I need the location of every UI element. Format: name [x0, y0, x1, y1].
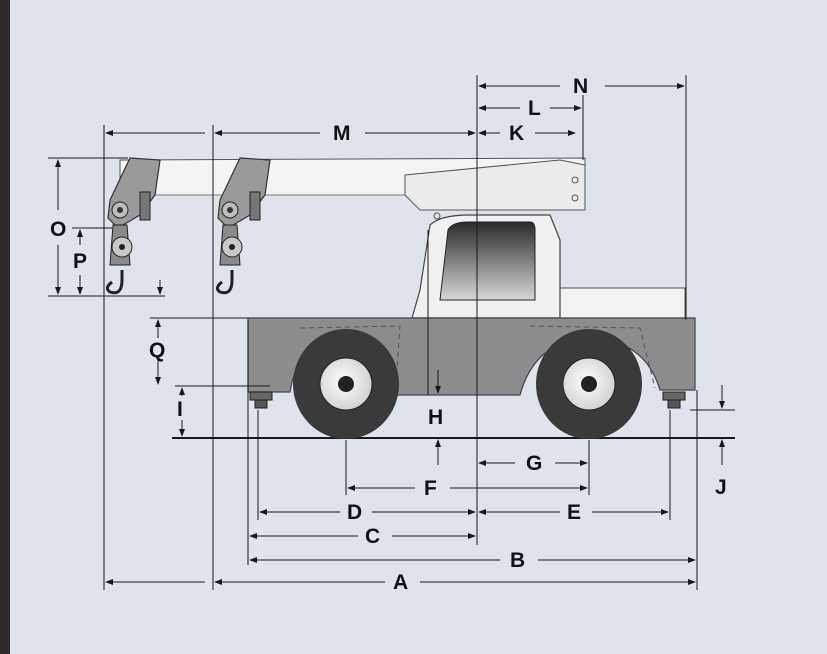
extension-lines: [48, 75, 735, 590]
label-j: J: [715, 476, 727, 499]
outrigger-front: [249, 391, 273, 409]
rear-wheel: [536, 329, 642, 439]
dimension-arrows: [55, 83, 725, 585]
label-b: B: [510, 549, 525, 572]
label-q: Q: [149, 339, 165, 362]
dimension-labels: N L K M O P Q I H J G F D E C B A: [50, 75, 727, 594]
label-n: N: [573, 75, 588, 98]
telescopic-boom: [119, 157, 586, 220]
label-d: D: [347, 501, 362, 524]
operator-cab: [411, 214, 561, 319]
boom-head-retracted: [215, 157, 271, 295]
label-p: P: [73, 250, 87, 273]
label-l: L: [528, 97, 541, 120]
label-f: F: [424, 477, 437, 500]
label-a: A: [393, 571, 408, 594]
label-g: G: [526, 452, 542, 475]
label-e: E: [567, 501, 581, 524]
label-m: M: [333, 122, 351, 145]
boom-head-extended: [105, 157, 161, 295]
label-i: I: [177, 398, 183, 421]
label-o: O: [50, 218, 66, 241]
label-k: K: [509, 122, 524, 145]
engine-housing: [554, 287, 686, 319]
label-c: C: [365, 525, 380, 548]
label-h: H: [428, 406, 443, 429]
front-wheel: [293, 329, 399, 439]
outrigger-rear: [662, 391, 686, 409]
